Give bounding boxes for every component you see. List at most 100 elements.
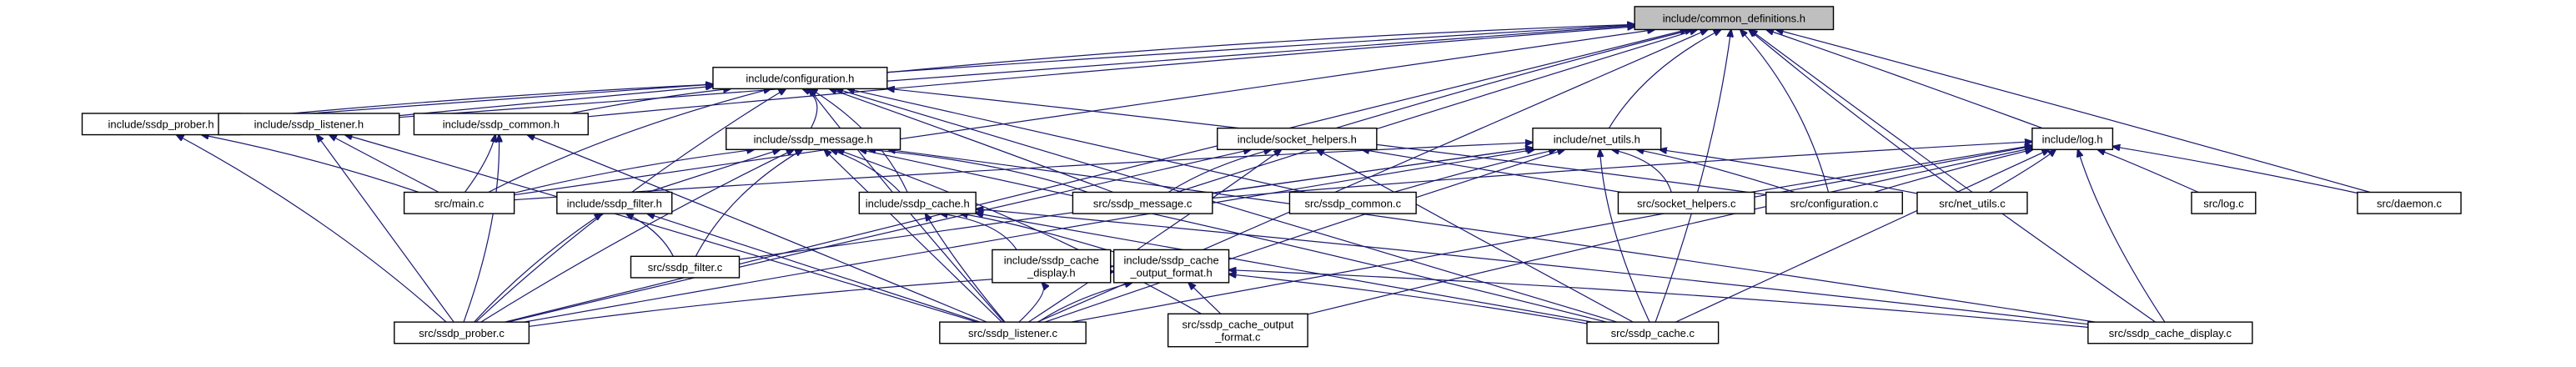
node-box [2191,191,2257,214]
node-box [1217,127,1378,150]
edge-daemon-c-to-common-definitions-h [1776,30,2371,194]
graph-node-ssdp-listener-c[interactable]: src/ssdp_listener.c [939,321,1087,344]
edge-ssdp-cache-c-to-ssdp-cache-h [976,214,1593,323]
graph-node-net-utils-h[interactable]: include/net_utils.h [1532,127,1662,150]
graph-node-ssdp-prober-h[interactable]: include/ssdp_prober.h [81,113,241,136]
node-box [992,249,1112,284]
edge-ssdp-cache-c-to-ssdp-message-h [860,149,1607,323]
graph-node-ssdp-message-h[interactable]: include/ssdp_message.h [726,127,901,150]
node-label: src/ssdp_common.c [1304,197,1401,209]
edge-log-c-to-log-h [2097,149,2199,194]
edge-ssdp-message-h-to-configuration-h [802,88,818,128]
graph-node-daemon-c[interactable]: src/daemon.c [2357,191,2462,214]
edge-daemon-c-to-log-h [2112,147,2358,194]
edge-ssdp-listener-c-to-ssdp-message-h [824,149,1002,323]
edge-ssdp-cache-output-format-c-to-log-h [1307,148,2032,315]
edge-ssdp-prober-c-to-socket-helpers-h [507,149,1251,323]
node-label: src/main.c [434,197,485,209]
graph-node-ssdp-cache-output-format-c[interactable]: src/ssdp_cache_output_format.c [1167,313,1308,348]
graph-node-common-definitions-h[interactable]: include/common_definitions.h [1634,6,1835,31]
edge-ssdp-listener-c-to-ssdp-cache-display-h [1018,283,1044,323]
node-label: src/configuration.c [1790,197,1879,209]
edge-main-c-to-ssdp-prober-h [202,135,419,194]
edge-ssdp-cache-output-format-c-to-ssdp-message-h [837,149,1202,314]
graph-node-log-c[interactable]: src/log.c [2191,191,2257,214]
edge-main-c-to-ssdp-message-h [514,149,755,194]
edge-socket-helpers-c-to-log-h [1750,146,2032,194]
edge-ssdp-listener-c-to-ssdp-listener-h [345,135,977,323]
edge-ssdp-cache-display-h-to-ssdp-cache-h [940,214,1017,250]
edge-main-c-to-common-definitions-h [514,30,1655,196]
node-box [218,113,400,136]
edge-ssdp-prober-h-to-common-definitions-h [239,25,1635,119]
edge-ssdp-message-c-to-common-definitions-h [1176,30,1697,194]
edge-ssdp-prober-c-to-net-utils-h [524,149,1534,323]
edge-socket-helpers-c-to-net-utils-h [1612,149,1672,193]
edge-ssdp-common-c-to-net-utils-h [1393,149,1556,194]
node-label: include/log.h [2042,133,2103,145]
edges-layer [177,24,2371,328]
edge-main-c-to-net-utils-h [514,143,1533,201]
node-box [858,191,977,214]
graph-node-net-utils-c[interactable]: src/net_utils.c [1916,191,2028,214]
graph-node-configuration-h[interactable]: include/configuration.h [712,67,888,90]
node-label: src/ssdp_message.c [1093,197,1193,209]
node-box [2031,127,2114,150]
graph-node-ssdp-cache-h[interactable]: include/ssdp_cache.h [858,191,977,214]
edge-configuration-h-to-common-definitions-h [886,24,1634,73]
node-box [1112,249,1230,284]
edge-main-c-to-ssdp-listener-h [329,135,439,194]
graph-node-ssdp-message-c[interactable]: src/ssdp_message.c [1072,191,1213,214]
edge-net-utils-c-to-log-h [1988,149,2056,194]
edge-ssdp-prober-c-to-ssdp-message-h [480,149,794,323]
edge-ssdp-cache-c-to-ssdp-cache-output-format-h [1229,274,1588,324]
node-box [1288,191,1417,214]
edge-ssdp-listener-c-to-ssdp-common-h [527,135,987,323]
edge-ssdp-common-h-to-common-definitions-h [588,27,1634,118]
graph-node-socket-helpers-c[interactable]: src/socket_helpers.c [1617,191,1755,214]
node-label: include/common_definitions.h [1663,13,1805,25]
node-label: src/ssdp_listener.c [968,327,1057,339]
graph-node-ssdp-prober-c[interactable]: src/ssdp_prober.c [394,321,530,344]
graph-node-ssdp-cache-display-h[interactable]: include/ssdp_cache_display.h [992,249,1112,284]
edge-ssdp-listener-c-to-ssdp-cache-output-format-h [1037,283,1132,323]
graph-node-ssdp-common-h[interactable]: include/ssdp_common.h [413,113,589,136]
graph-node-ssdp-listener-h[interactable]: include/ssdp_listener.h [218,113,400,136]
graph-node-ssdp-filter-h[interactable]: include/ssdp_filter.h [556,191,673,214]
edge-ssdp-prober-h-to-configuration-h [239,84,713,119]
edge-ssdp-message-c-to-log-h [1212,142,2032,199]
node-box [403,191,515,214]
node-box [413,113,589,136]
graph-node-ssdp-filter-c[interactable]: src/ssdp_filter.c [630,255,741,279]
node-box [1532,127,1662,150]
graph-node-log-h[interactable]: include/log.h [2031,127,2114,150]
edge-ssdp-cache-display-c-to-ssdp-cache-output-format-h [1229,270,2088,328]
edge-ssdp-message-c-to-ssdp-message-h [868,149,1088,194]
edge-ssdp-listener-h-to-common-definitions-h [399,26,1635,118]
edge-ssdp-listener-c-to-log-h [1071,146,2032,323]
edge-main-c-to-ssdp-common-h [464,135,495,193]
edge-ssdp-message-c-to-socket-helpers-h [1167,149,1272,194]
graph-node-socket-helpers-h[interactable]: include/socket_helpers.h [1217,127,1378,150]
edge-ssdp-cache-output-format-c-to-ssdp-cache-output-format-h [1188,283,1222,314]
node-label: include/ssdp_listener.h [254,118,364,131]
node-label: _format.c [1214,330,1261,343]
graph-node-main-c[interactable]: src/main.c [403,191,515,214]
graph-node-ssdp-common-c[interactable]: src/ssdp_common.c [1288,191,1417,214]
node-label: include/ssdp_filter.h [567,197,662,209]
node-box [1765,191,1903,214]
node-label: include/configuration.h [746,73,854,85]
edge-ssdp-prober-c-to-ssdp-common-h [463,135,500,323]
graph-node-ssdp-cache-output-format-h[interactable]: include/ssdp_cache_output_format.h [1112,249,1230,284]
edge-ssdp-cache-display-c-to-ssdp-message-h [888,149,2096,323]
node-label: include/net_utils.h [1554,133,1640,145]
node-label: include/socket_helpers.h [1238,133,1357,145]
edge-ssdp-filter-c-to-ssdp-message-h [695,149,802,257]
graph-node-ssdp-cache-display-c[interactable]: src/ssdp_cache_display.c [2087,321,2253,344]
graph-node-ssdp-cache-c[interactable]: src/ssdp_cache.c [1586,321,1720,344]
graph-node-configuration-c[interactable]: src/configuration.c [1765,191,1903,214]
edge-configuration-c-to-net-utils-h [1636,149,1795,194]
edge-ssdp-filter-h-to-ssdp-message-h [647,149,781,194]
edge-ssdp-message-c-to-configuration-h [830,88,1114,194]
